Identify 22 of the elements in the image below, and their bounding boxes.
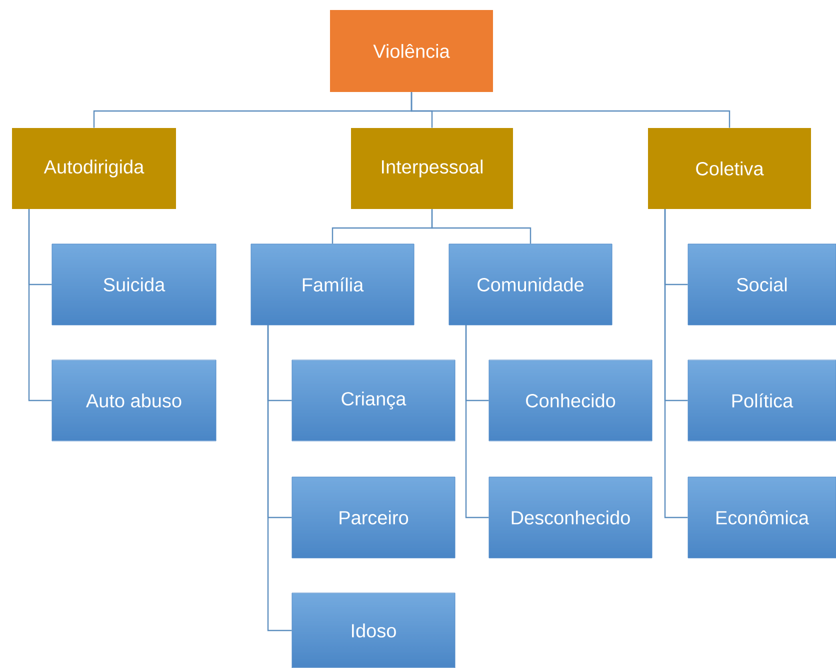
subcategory-box: Idoso: [292, 592, 456, 668]
subcategory-box: Parceiro: [292, 476, 456, 558]
connector-line: [410, 92, 730, 128]
connector-line: [465, 324, 489, 518]
category-box: Interpessoal: [351, 128, 513, 209]
connector-line: [664, 208, 688, 518]
subcategory-box: Política: [688, 360, 836, 442]
connector-line: [267, 324, 292, 632]
subcategory-box: Comunidade: [448, 244, 612, 326]
subcategory-box: Família: [250, 244, 414, 326]
subcategory-box: Econômica: [688, 476, 836, 558]
subcategory-box: Desconhecido: [488, 476, 652, 558]
connector-line: [431, 209, 532, 244]
subcategory-box: Suicida: [52, 244, 216, 326]
subcategory-box: Conhecido: [488, 360, 652, 442]
subcategory-box: Social: [688, 244, 836, 326]
connector-line: [28, 208, 52, 402]
category-box: Autodirigida: [12, 128, 176, 209]
subcategory-box: Criança: [292, 360, 456, 442]
category-box: Coletiva: [648, 128, 811, 209]
subcategory-box: Auto abuso: [52, 360, 216, 442]
root-box: Violência: [330, 10, 493, 92]
